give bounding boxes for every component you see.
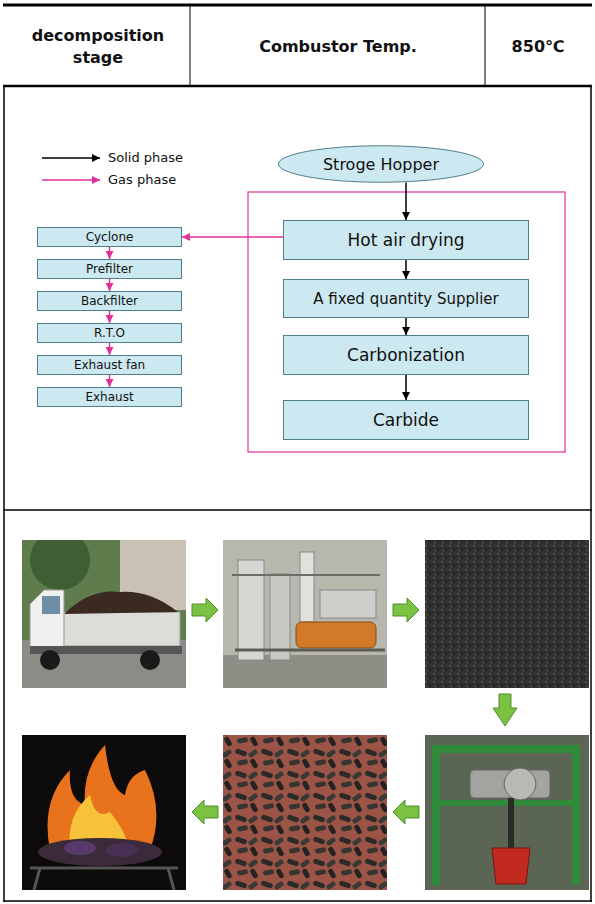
road <box>22 640 186 688</box>
flow-arrow <box>192 598 218 622</box>
node-text: Exhaust fan <box>74 358 145 372</box>
legend-sample <box>42 179 100 181</box>
frame-bar <box>432 800 580 806</box>
rotary-drum <box>296 622 376 648</box>
soil-load <box>64 591 178 614</box>
frame-bar <box>432 745 580 753</box>
node-text: Carbonization <box>347 345 465 365</box>
pellet-photo <box>223 735 387 890</box>
gas-step-box: Backfilter <box>37 291 182 311</box>
node-text: Prefilter <box>86 262 133 276</box>
table-rule <box>3 4 592 7</box>
node-text: A fixed quantity Supplier <box>313 290 499 308</box>
photo-ground <box>425 735 589 890</box>
table-cell: decomposition stage <box>6 8 190 85</box>
node-text: Exhaust <box>85 390 133 404</box>
group-outline <box>248 192 565 452</box>
coal <box>64 841 96 855</box>
wall <box>223 540 387 688</box>
solid-flow-arrow <box>405 260 407 279</box>
frame-line <box>590 86 592 902</box>
cell-divider <box>190 6 191 86</box>
housing <box>320 590 376 618</box>
gas-step-box: R.T.O <box>37 323 182 343</box>
gas-flow-arrow <box>109 279 111 291</box>
node-text: R.T.O <box>94 326 125 340</box>
gas-step-box: Exhaust fan <box>37 355 182 375</box>
ellipse-shape <box>278 146 483 182</box>
frame-bar <box>232 574 380 576</box>
flow-arrow <box>393 598 419 622</box>
truck-photo <box>22 540 186 688</box>
coal <box>38 838 162 866</box>
photo-ground <box>22 735 186 890</box>
die-plate <box>504 768 536 800</box>
node-text: Cyclone <box>86 230 134 244</box>
flow-arrow <box>192 800 218 824</box>
table-rule <box>3 85 592 88</box>
grill <box>168 868 174 890</box>
gas-step-box: Cyclone <box>37 227 182 247</box>
plant-photo <box>223 540 387 688</box>
node-text: Hot air drying <box>348 230 465 250</box>
gas-flow-arrow <box>109 375 111 387</box>
solid-flow-arrow <box>405 318 407 335</box>
process-box: A fixed quantity Supplier <box>283 279 529 318</box>
frame-bar <box>572 745 580 885</box>
table-cell: 850℃ <box>486 8 590 85</box>
frame-bar <box>432 745 440 885</box>
process-box: Hot air drying <box>283 220 529 260</box>
cab-window <box>42 596 60 614</box>
fire-photo <box>22 735 186 890</box>
hopper-ellipse: Stroge Hopper <box>277 145 485 183</box>
coal <box>106 843 138 857</box>
flame <box>48 745 157 850</box>
extruder-photo <box>425 735 589 890</box>
solid-flow-arrow <box>405 182 407 220</box>
cell-divider <box>485 6 486 86</box>
wheel <box>40 650 60 670</box>
cell-text: Combustor Temp. <box>259 36 417 58</box>
node-text: Stroge Hopper <box>323 155 439 174</box>
legend-sample <box>42 157 100 159</box>
tank <box>270 574 290 660</box>
process-box: Carbide <box>283 400 529 440</box>
node-text: Backfilter <box>81 294 138 308</box>
gas-step-box: Exhaust <box>37 387 182 407</box>
gas-flow-arrow <box>109 247 111 259</box>
flow-arrow <box>493 694 517 726</box>
powder-photo <box>425 540 589 688</box>
tree <box>30 540 90 590</box>
pellet-stream <box>508 798 514 848</box>
grill <box>30 867 178 870</box>
cell-text: decomposition stage <box>6 25 190 68</box>
table-cell: Combustor Temp. <box>191 8 485 85</box>
bucket <box>492 848 530 884</box>
wheel <box>140 650 160 670</box>
frame-line <box>3 509 592 511</box>
truck-bed <box>62 612 180 646</box>
solid-flow-arrow <box>405 375 407 400</box>
frame-line <box>3 86 5 902</box>
truck-cab <box>30 590 64 652</box>
process-box: Carbonization <box>283 335 529 375</box>
legend-text: Solid phase <box>108 150 183 165</box>
gas-flow-arrow <box>109 311 111 323</box>
node-text: Carbide <box>373 410 439 430</box>
frame-line <box>3 900 592 902</box>
grill <box>34 868 40 890</box>
frame-bar <box>235 649 385 652</box>
legend-text: Gas phase <box>108 172 176 187</box>
gas-flow-arrow <box>109 343 111 355</box>
duct <box>300 552 314 622</box>
flow-arrow <box>393 800 419 824</box>
gas-step-box: Prefilter <box>37 259 182 279</box>
cell-text: 850℃ <box>512 36 565 58</box>
gas-flow-arrow <box>182 236 283 238</box>
